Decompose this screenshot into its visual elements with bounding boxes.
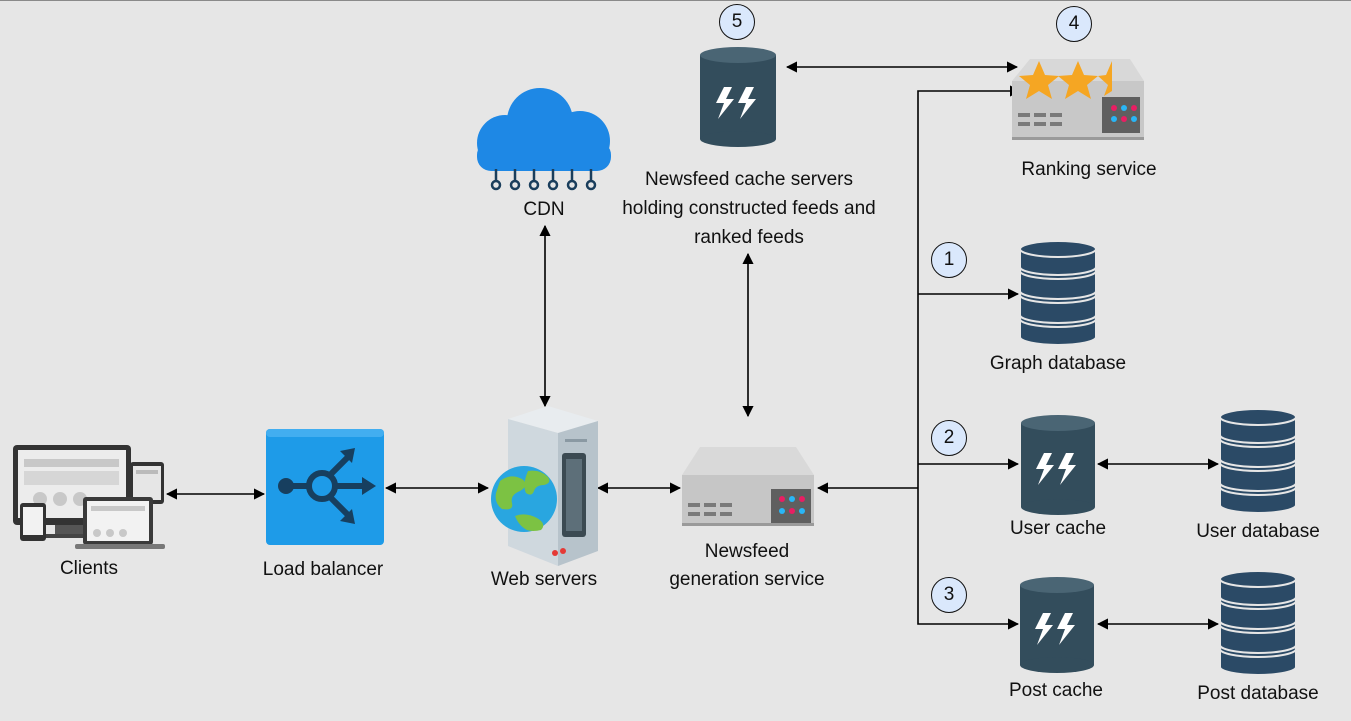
arrow-bus-ranking — [917, 85, 1022, 488]
step-badge-4: 4 — [1056, 6, 1092, 42]
graph-database-label: Graph database — [989, 353, 1127, 374]
newsfeed-cache-label-line1: Newsfeed cache servers — [644, 169, 854, 190]
step-badge-1: 1 — [931, 242, 967, 278]
newsfeed-cache-label-line3: ranked feeds — [694, 227, 804, 248]
ranking-service-label: Ranking service — [1021, 159, 1157, 180]
user-database-label: User database — [1196, 521, 1320, 542]
arrow-bus-postcache — [917, 488, 1020, 630]
post-database-label: Post database — [1197, 683, 1319, 704]
load-balancer-label: Load balancer — [262, 559, 384, 580]
user-cache-label: User cache — [1009, 518, 1107, 539]
newsfeed-cache-label-line2: holding constructed feeds and — [622, 198, 876, 219]
web-servers-label: Web servers — [490, 569, 598, 590]
newsfeed-generation-label-line2: generation service — [669, 569, 825, 590]
step-badge-5: 5 — [719, 4, 755, 40]
step-badge-3: 3 — [931, 577, 967, 613]
newsfeed-generation-label-line1: Newsfeed — [704, 541, 790, 562]
post-cache-label: Post cache — [1009, 680, 1103, 701]
step-badge-2: 2 — [931, 420, 967, 456]
clients-label: Clients — [59, 558, 119, 579]
cdn-label: CDN — [523, 199, 565, 220]
